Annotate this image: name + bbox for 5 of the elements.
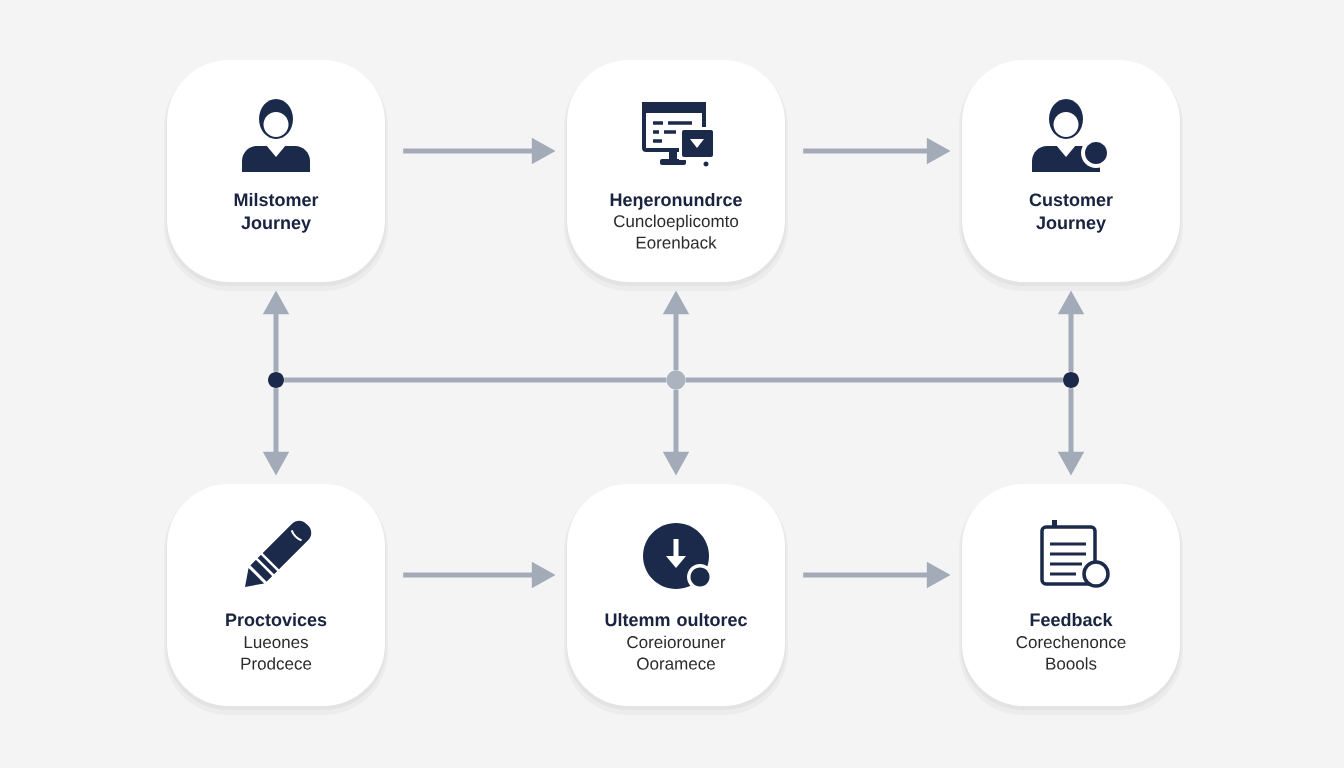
junction-dot xyxy=(268,372,284,388)
connector-line xyxy=(685,377,1063,383)
junction-dot xyxy=(1063,372,1079,388)
junction-dot xyxy=(666,370,686,390)
connector-line xyxy=(284,377,667,383)
